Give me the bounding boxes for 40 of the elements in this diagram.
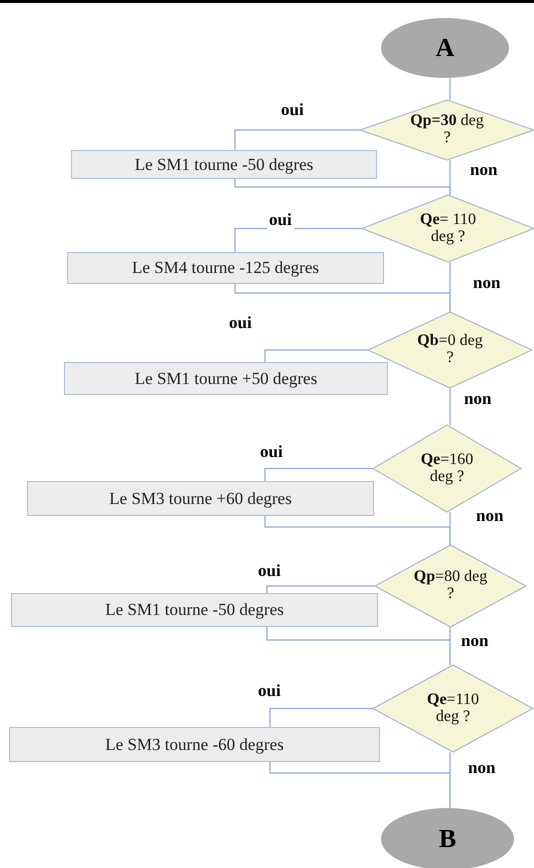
action-text: Le SM1 tourne -50 degres <box>134 154 314 174</box>
process-box <box>71 150 377 179</box>
action-text: Le SM3 tourne +60 degres <box>109 488 292 508</box>
decision-diamond <box>362 195 534 262</box>
action-text: Le SM3 tourne -60 degres <box>105 734 284 754</box>
condition-text: Qp=30 deg ? <box>409 113 485 147</box>
condition-text: Qe= 110 deg ? <box>419 212 477 246</box>
connector-line <box>234 179 451 195</box>
connector-line <box>266 585 375 593</box>
connector-line <box>269 762 451 808</box>
process-box <box>67 252 384 284</box>
action-text: Le SM4 tourne -125 degres <box>132 258 319 278</box>
decision-diamond <box>368 312 532 388</box>
connector-line <box>266 627 451 665</box>
process-box <box>11 593 378 627</box>
action-text: Le SM1 tourne -50 degres <box>105 600 284 620</box>
edge-label: oui <box>267 211 294 230</box>
connector-ellipse <box>381 18 509 78</box>
connector-line <box>269 708 373 727</box>
process-box <box>64 362 388 395</box>
connector-label: A <box>436 33 454 63</box>
condition-text: Qb=0 deg ? <box>416 333 484 367</box>
condition-text: Qp=80 deg ? <box>412 569 488 603</box>
connector-line <box>449 78 451 100</box>
condition-text: Qe=110 deg ? <box>426 692 480 726</box>
decision-diamond <box>375 545 526 627</box>
connector-line <box>234 129 360 150</box>
connector-line <box>234 284 451 312</box>
decision-diamond <box>373 665 533 752</box>
connector-line <box>264 516 451 545</box>
process-box <box>27 481 374 516</box>
connector-line <box>264 468 373 481</box>
connector-label: B <box>438 824 456 854</box>
connector-line <box>449 388 451 425</box>
action-text: Le SM1 tourne +50 degres <box>134 368 318 388</box>
process-box <box>9 727 380 762</box>
condition-text: Qe=160 deg ? <box>420 452 474 486</box>
connector-line <box>264 349 368 362</box>
decision-diamond <box>360 100 534 160</box>
decision-diamond <box>373 425 521 512</box>
